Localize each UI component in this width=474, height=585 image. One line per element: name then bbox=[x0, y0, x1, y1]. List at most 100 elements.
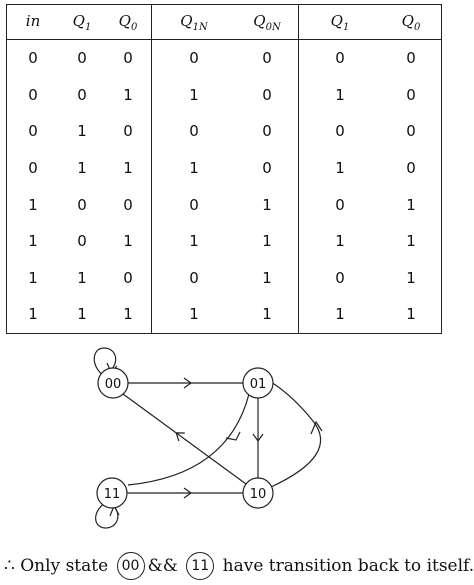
header-base: Q bbox=[330, 11, 343, 30]
header-sub: 1N bbox=[192, 21, 208, 33]
col-header-in: in bbox=[6, 4, 59, 40]
caption-joiner: && bbox=[147, 556, 178, 576]
table-cell: 1 bbox=[28, 195, 38, 214]
col-header-q0: Q0 bbox=[105, 4, 152, 40]
edge-01-to-11-arrow bbox=[225, 431, 241, 441]
table-cell: 1 bbox=[298, 222, 381, 260]
edge-10-to-00 bbox=[122, 393, 247, 485]
table-cell: 0 bbox=[28, 85, 38, 104]
table-cell: 1 bbox=[406, 305, 416, 324]
state-label-00: 00 bbox=[105, 377, 122, 392]
table-cell: 1 bbox=[123, 159, 133, 178]
table-cell: 1 bbox=[77, 122, 87, 141]
table-cell: 0 bbox=[406, 159, 416, 178]
table-cell: 0 bbox=[123, 122, 133, 141]
caption: ∴ Only state 00&& 11 have transition bac… bbox=[4, 552, 474, 580]
edge-10-to-01 bbox=[270, 381, 322, 488]
table-cell: 0 bbox=[406, 122, 416, 141]
header-base: Q bbox=[72, 11, 85, 30]
table-cell: 0 bbox=[151, 39, 236, 77]
table-cell: 1 bbox=[28, 232, 38, 251]
table-cell: 1 bbox=[262, 232, 272, 251]
table-cell: 0 bbox=[151, 186, 236, 223]
table-cell: 1 bbox=[28, 305, 38, 324]
table-cell: 0 bbox=[298, 259, 381, 297]
table-cell: 1 bbox=[151, 296, 236, 334]
header-sub: 0 bbox=[413, 21, 421, 33]
header-sub: 0 bbox=[130, 21, 138, 33]
table-cell: 1 bbox=[298, 76, 381, 114]
table-cell: 0 bbox=[28, 49, 38, 68]
col-header-q1-next: Q1 bbox=[298, 4, 381, 40]
header-base: in bbox=[25, 11, 41, 30]
state-label-10: 10 bbox=[250, 487, 267, 502]
table-cell: 0 bbox=[406, 49, 416, 68]
therefore-symbol: ∴ bbox=[4, 556, 15, 576]
table-cell: 1 bbox=[77, 268, 87, 287]
table-header-row: in Q1 Q0 Q1N Q0N Q1 Q0 bbox=[6, 4, 442, 40]
caption-state-11: 11 bbox=[186, 552, 215, 580]
table-cell: 1 bbox=[262, 305, 272, 324]
state-node-11 bbox=[96, 477, 128, 509]
table-cell: 0 bbox=[123, 268, 133, 287]
state-node-10 bbox=[242, 477, 274, 509]
table-cell: 1 bbox=[123, 85, 133, 104]
edge-10-to-01-arrow bbox=[310, 420, 323, 435]
table-cell: 0 bbox=[262, 159, 272, 178]
table-cell: 1 bbox=[298, 149, 381, 187]
table-cell: 1 bbox=[151, 222, 236, 260]
table-cell: 0 bbox=[77, 232, 87, 251]
table-cell: 0 bbox=[298, 186, 381, 223]
caption-state-00: 00 bbox=[116, 552, 145, 580]
table-cell: 1 bbox=[28, 268, 38, 287]
header-base: Q bbox=[401, 11, 414, 30]
table-cell: 1 bbox=[77, 159, 87, 178]
col-header-q0n: Q0N bbox=[236, 4, 299, 40]
table-cell: 1 bbox=[406, 195, 416, 214]
state-label-01: 01 bbox=[250, 377, 267, 392]
table-cell: 0 bbox=[298, 113, 381, 150]
table-cell: 1 bbox=[123, 232, 133, 251]
edge-01-to-11 bbox=[127, 393, 250, 486]
header-base: Q bbox=[118, 11, 131, 30]
table-cell: 0 bbox=[77, 195, 87, 214]
table-cell: 0 bbox=[151, 259, 236, 297]
state-diagram: 00 01 11 10 bbox=[93, 347, 323, 529]
table-cell: 0 bbox=[123, 195, 133, 214]
col-header-q1: Q1 bbox=[59, 4, 105, 40]
header-base: Q bbox=[253, 11, 266, 30]
state-node-01 bbox=[242, 367, 274, 399]
self-loop-11 bbox=[95, 502, 119, 529]
table-cell: 1 bbox=[262, 195, 272, 214]
table-cell: 1 bbox=[298, 296, 381, 334]
state-label-11: 11 bbox=[104, 487, 121, 502]
table-cell: 1 bbox=[123, 305, 133, 324]
col-header-q1n: Q1N bbox=[151, 4, 236, 40]
self-loop-00 bbox=[93, 347, 117, 377]
table-cell: 0 bbox=[77, 85, 87, 104]
table-cell: 0 bbox=[406, 85, 416, 104]
state-node-00 bbox=[97, 367, 129, 399]
table-cell: 0 bbox=[77, 49, 87, 68]
table-cell: 1 bbox=[151, 76, 236, 114]
header-sub: 1 bbox=[84, 21, 92, 33]
table-cell: 0 bbox=[28, 159, 38, 178]
table-cell: 1 bbox=[151, 149, 236, 187]
table-cell: 1 bbox=[406, 232, 416, 251]
table-cell: 0 bbox=[262, 49, 272, 68]
caption-text-1: Only state bbox=[20, 556, 109, 576]
table-cell: 0 bbox=[151, 113, 236, 150]
table-cell: 0 bbox=[298, 39, 381, 77]
col-header-q0-next: Q0 bbox=[381, 4, 442, 40]
table-cell: 0 bbox=[28, 122, 38, 141]
table-cell: 0 bbox=[262, 85, 272, 104]
caption-text-2: have transition back to itself. bbox=[222, 556, 474, 576]
header-sub: 1 bbox=[342, 21, 350, 33]
